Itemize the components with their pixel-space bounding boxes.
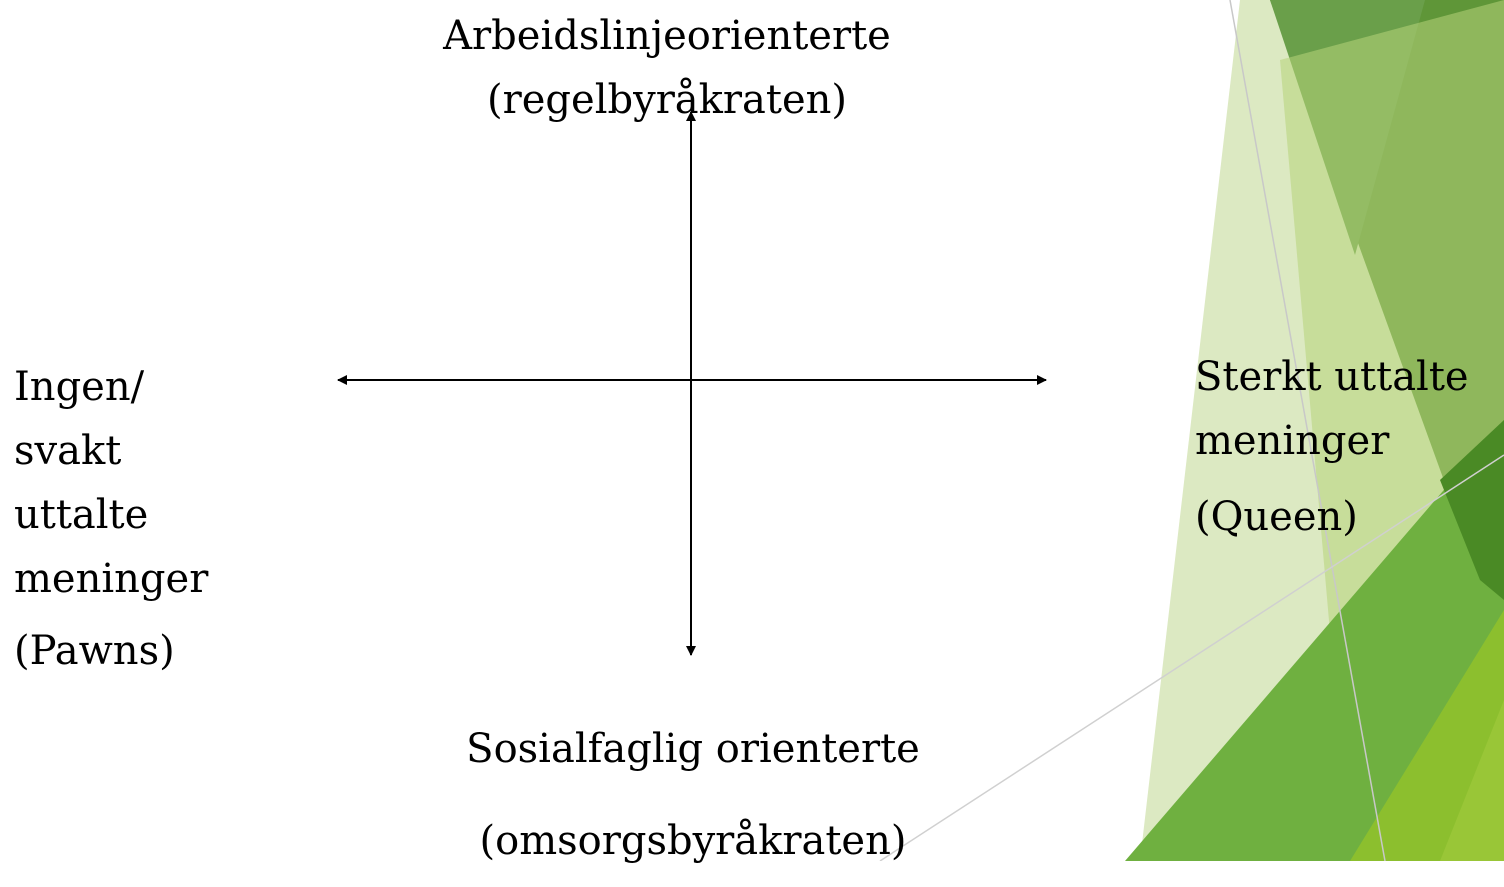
left-label-line-2: svakt (14, 428, 122, 474)
theme-thin-line-1 (1229, 0, 1386, 861)
quadrant-axes (337, 111, 1047, 656)
theme-thin-line-2 (879, 454, 1504, 861)
right-label-line-3: (Queen) (1195, 494, 1358, 540)
left-label-line-1: Ingen/ (14, 364, 145, 410)
bottom-label-title: Sosialfaglig orienterte (466, 726, 920, 772)
left-label-line-5: (Pawns) (14, 628, 175, 674)
right-label-line-1: Sterkt uttalte (1195, 354, 1469, 400)
left-label: Ingen/ svakt uttalte meninger (Pawns) (14, 355, 208, 683)
top-label-title: Arbeidslinjeorienterte (443, 13, 891, 59)
bottom-label-subtitle: (omsorgsbyråkraten) (479, 818, 907, 864)
left-label-line-3: uttalte (14, 492, 149, 538)
slide-theme-decoration (879, 0, 1504, 861)
right-label: Sterkt uttalte meninger (Queen) (1195, 345, 1469, 549)
theme-facet-lime-highlight (1440, 700, 1504, 861)
left-label-line-4: meninger (14, 556, 209, 602)
theme-facet-mid-green (1125, 420, 1504, 861)
top-label-subtitle: (regelbyråkraten) (487, 77, 847, 123)
right-label-line-2: meninger (1195, 418, 1390, 464)
bottom-label: Sosialfaglig orienterte (omsorgsbyråkrat… (393, 703, 993, 887)
top-label: Arbeidslinjeorienterte (regelbyråkraten) (367, 4, 967, 132)
